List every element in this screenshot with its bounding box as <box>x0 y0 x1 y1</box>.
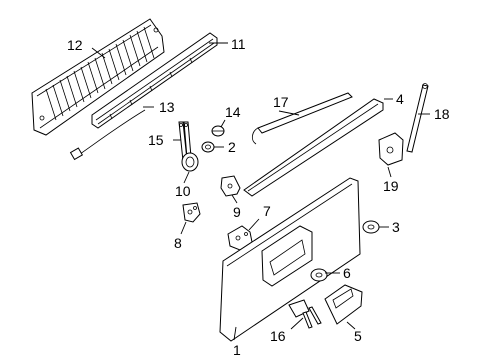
hinge-rod-part-15 <box>178 121 192 162</box>
callout-13: 13 <box>159 99 175 115</box>
hinge-bracket-part-8 <box>182 202 201 223</box>
handle-bezel-part-5 <box>324 284 363 325</box>
callout-6: 6 <box>343 265 351 281</box>
callout-5: 5 <box>354 328 362 344</box>
callout-1: 1 <box>233 342 241 358</box>
tailgate-shell-part-1 <box>219 177 361 342</box>
callout-17: 17 <box>273 94 289 110</box>
top-cap-part-4 <box>243 98 384 197</box>
callout-2: 2 <box>228 139 236 155</box>
hinge-bracket-part-19 <box>378 132 404 166</box>
support-rod-part-18 <box>406 83 429 153</box>
lock-cylinder-part-16 <box>288 299 322 329</box>
cap-part-14 <box>211 125 225 137</box>
inner-panel-part-12 <box>31 18 165 136</box>
callout-9: 9 <box>233 204 241 220</box>
callout-19: 19 <box>383 178 399 194</box>
callout-10: 10 <box>175 183 191 199</box>
callout-8: 8 <box>174 235 182 251</box>
cable-part-13 <box>69 109 146 161</box>
callout-3: 3 <box>392 219 400 235</box>
callout-labels: 12 11 13 14 15 2 17 4 18 19 10 9 7 8 3 6… <box>67 36 450 358</box>
leader-lines <box>91 42 430 341</box>
callout-15: 15 <box>148 132 164 148</box>
seal-strip-part-17 <box>252 92 353 145</box>
callout-7: 7 <box>263 203 271 219</box>
bumper-part-2 <box>201 141 215 153</box>
callout-18: 18 <box>434 106 450 122</box>
grommet-part-6 <box>310 268 328 282</box>
top-protector-part-11 <box>91 32 218 129</box>
striker-part-9 <box>220 175 241 197</box>
callout-16: 16 <box>270 328 286 344</box>
bushing-part-10 <box>181 152 199 172</box>
callout-12: 12 <box>67 37 83 53</box>
plug-part-3 <box>362 220 380 234</box>
callout-11: 11 <box>231 36 246 52</box>
callout-4: 4 <box>396 91 404 107</box>
callout-14: 14 <box>225 104 241 120</box>
